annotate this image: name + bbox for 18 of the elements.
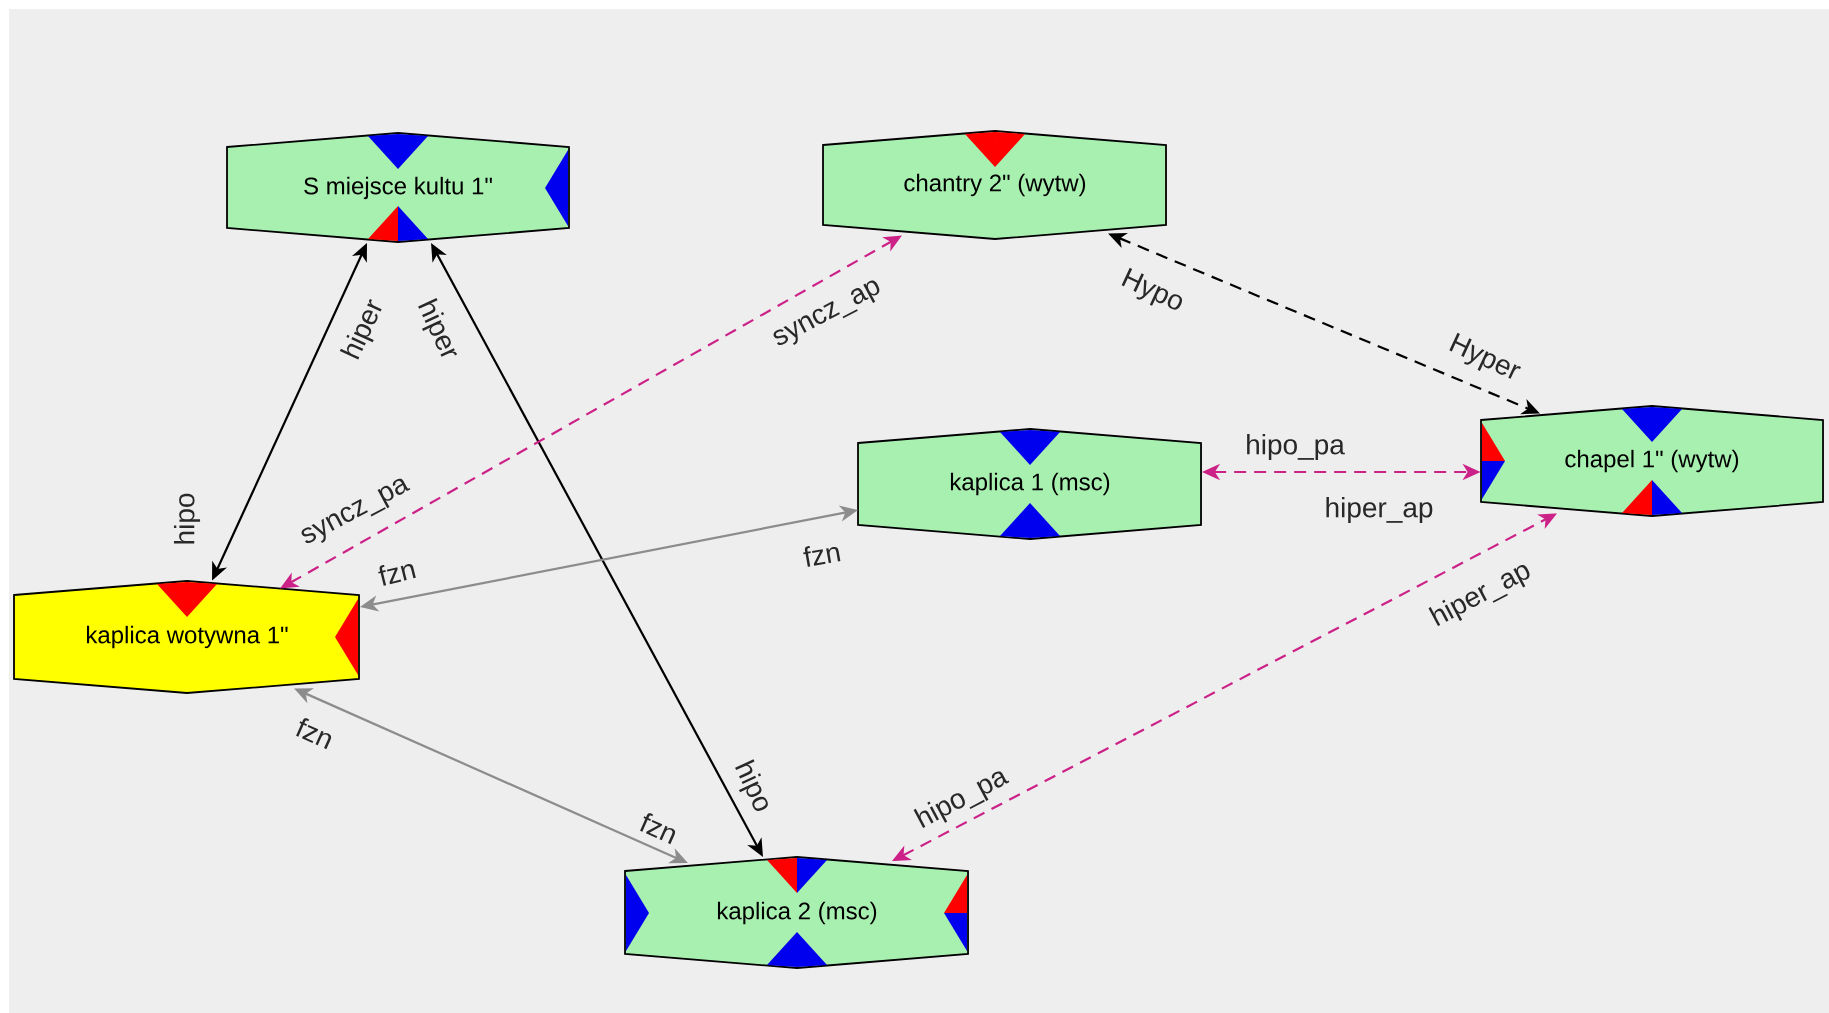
edge-label: fzn — [296, 718, 332, 750]
role-label: fzn — [640, 813, 676, 845]
hexagon-node: chantry 2" (wytw) — [822, 130, 1167, 240]
edge-label: hipo — [173, 493, 201, 544]
role-label: fzn — [803, 546, 841, 567]
hexagon-node: kaplica 2 (msc) — [624, 856, 969, 969]
hexagon-node: S miejsce kultu 1" — [226, 132, 570, 243]
role-label: hipo — [735, 759, 768, 811]
hexagon-node: kaplica 1 (msc) — [857, 428, 1202, 540]
edge-label: hiper — [418, 298, 457, 357]
edge-label: hipo_pa — [1247, 433, 1345, 461]
edge-label: fzn — [378, 564, 416, 586]
hexagon-node: kaplica wotywna 1" — [13, 580, 360, 694]
edge-label: Hypo — [1121, 267, 1183, 310]
hexagon-node: chapel 1" (wytw) — [1480, 405, 1824, 517]
role-label: hiper_ap — [1326, 496, 1433, 524]
role-label: hiper — [339, 299, 382, 360]
role-label: Hyper — [1449, 332, 1521, 379]
